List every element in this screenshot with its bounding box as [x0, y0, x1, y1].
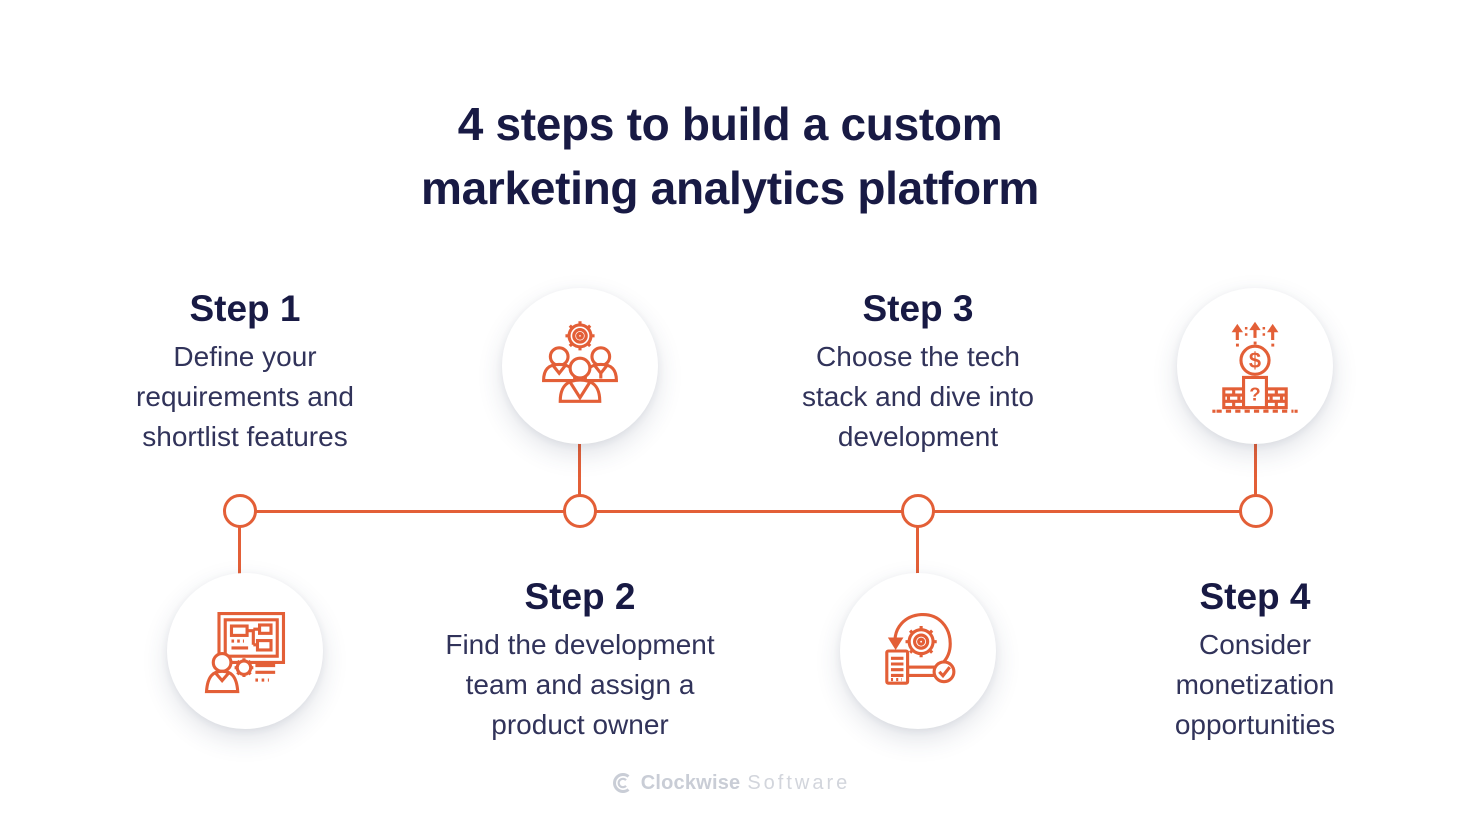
step-1-line-3: shortlist features	[142, 421, 348, 452]
question-glyph: ?	[1249, 383, 1260, 404]
timeline-node-3	[901, 494, 935, 528]
page-title-line-1: 4 steps to build a custom	[457, 98, 1003, 150]
step-3-text-block: Step 3 Choose the tech stack and dive in…	[738, 286, 1098, 457]
agile-sprint-icon	[885, 613, 956, 685]
step-1-line-2: requirements and	[136, 381, 354, 412]
step-3-description: Choose the tech stack and dive into deve…	[738, 337, 1098, 457]
connector-step-3	[916, 526, 919, 576]
step-2-text-block: Step 2 Find the development team and ass…	[380, 574, 780, 745]
step-4-line-3: opportunities	[1174, 709, 1336, 740]
connector-step-1	[238, 526, 241, 576]
step-4-icon-circle: $ ?	[1177, 288, 1333, 444]
page-title-line-2: marketing analytics platform	[421, 162, 1039, 214]
step-2-line-3: product owner	[491, 709, 669, 740]
step-3-line-3: development	[837, 421, 999, 452]
step-1-icon-circle	[167, 573, 323, 729]
step-3-line-1: Choose the tech	[816, 341, 1020, 372]
connector-step-2	[578, 440, 581, 496]
page-title: 4 steps to build a custom marketing anal…	[0, 92, 1460, 220]
step-4-text-block: Step 4 Consider monetization opportuniti…	[1105, 574, 1405, 745]
step-1-text-block: Step 1 Define your requirements and shor…	[85, 286, 405, 457]
step-3-line-2: stack and dive into	[802, 381, 1034, 412]
step-2-line-2: team and assign a	[465, 669, 695, 700]
step-1-heading: Step 1	[189, 288, 301, 329]
connector-step-4	[1254, 440, 1257, 496]
step-2-description: Find the development team and assign a p…	[380, 625, 780, 745]
step-2-icon-circle	[502, 288, 658, 444]
brand-name-bold: Clockwise	[640, 771, 741, 794]
timeline-line	[240, 510, 1256, 513]
dollar-glyph: $	[1249, 348, 1261, 373]
team-gear-icon	[542, 321, 618, 403]
step-4-line-2: monetization	[1175, 669, 1335, 700]
step-4-heading: Step 4	[1199, 576, 1311, 617]
step-1-line-1: Define your	[173, 341, 317, 372]
timeline-node-2	[563, 494, 597, 528]
brand-name-light: Software	[747, 771, 851, 794]
monetization-podium-icon: $ ?	[1212, 321, 1298, 413]
step-2-line-1: Find the development	[445, 629, 715, 660]
clockwise-logo-icon	[612, 773, 630, 793]
timeline-node-4	[1239, 494, 1273, 528]
step-4-line-1: Consider	[1198, 629, 1312, 660]
step-3-icon-circle	[840, 573, 996, 729]
timeline-node-1	[223, 494, 257, 528]
step-1-description: Define your requirements and shortlist f…	[85, 337, 405, 457]
step-3-heading: Step 3	[862, 288, 974, 329]
footer-brand: Clockwise Software	[0, 771, 1460, 795]
requirements-board-icon	[204, 612, 286, 694]
step-2-heading: Step 2	[524, 576, 636, 617]
step-4-description: Consider monetization opportunities	[1105, 625, 1405, 745]
